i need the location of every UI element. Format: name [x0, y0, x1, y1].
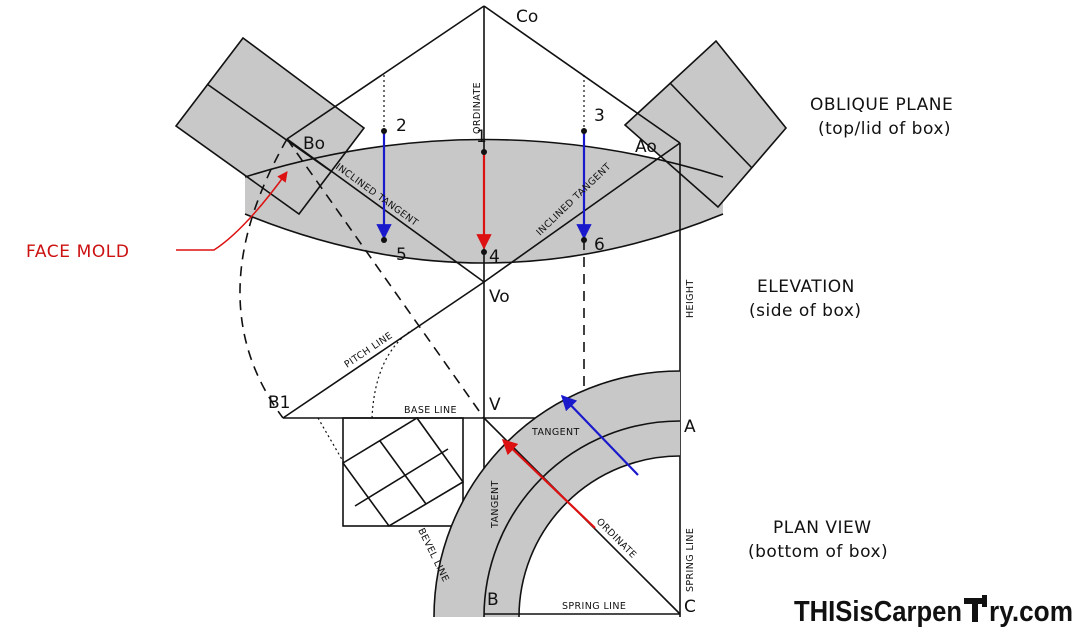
plan-quarter-rail: [433, 370, 681, 618]
brand-logo: THISisCarpen ry.com: [794, 595, 1073, 628]
oblique-plane-lines: [174, 5, 788, 617]
label-co: Co: [516, 7, 538, 27]
label-6: 6: [594, 235, 605, 255]
label-v: V: [489, 395, 501, 415]
face-mold-pointer: [176, 171, 288, 251]
face-mold-shading: [176, 38, 786, 263]
label-vo: Vo: [489, 287, 510, 307]
label-spring-line-h: SPRING LINE: [562, 601, 626, 612]
label-5: 5: [396, 245, 407, 265]
blue-arrow-plan: [560, 394, 639, 476]
label-spring-line-v: SPRING LINE: [685, 528, 696, 592]
label-face-mold: FACE MOLD: [26, 242, 130, 262]
heading-elevation: ELEVATION: [757, 277, 855, 297]
hammer-t-icon: [964, 595, 987, 622]
bevel-box: [341, 416, 465, 528]
heading-plan-view: PLAN VIEW: [773, 518, 872, 538]
label-height: HEIGHT: [685, 279, 696, 318]
label-a: A: [684, 417, 696, 437]
label-b: B: [487, 590, 499, 610]
brand-text-b: ry.com: [989, 596, 1073, 628]
heading-oblique-plane: OBLIQUE PLANE: [810, 95, 953, 115]
label-3: 3: [594, 106, 605, 126]
label-2: 2: [396, 116, 407, 136]
subheading-elevation: (side of box): [749, 301, 862, 321]
label-ordinate-top: ORDINATE: [472, 82, 483, 134]
label-pitch-line: PITCH LINE: [343, 330, 395, 370]
brand-text-a: THISisCarpen: [794, 596, 962, 628]
label-base-line: BASE LINE: [404, 405, 457, 416]
label-c: C: [684, 597, 696, 617]
oblique-arrows: [376, 128, 592, 255]
label-bo: Bo: [303, 134, 325, 154]
label-4: 4: [489, 247, 500, 267]
plan-arrows: [501, 394, 639, 529]
red-arrow-plan: [501, 438, 596, 529]
label-ordinate-plan: ORDINATE: [594, 516, 639, 561]
subheading-plan-view: (bottom of box): [748, 542, 888, 562]
label-1: 1: [476, 127, 487, 147]
label-b1: B1: [268, 393, 290, 413]
label-ao: Ao: [635, 137, 657, 157]
label-tangent-v: TANGENT: [490, 480, 501, 529]
label-tangent-h: TANGENT: [531, 427, 580, 438]
subheading-oblique-plane: (top/lid of box): [818, 119, 951, 139]
